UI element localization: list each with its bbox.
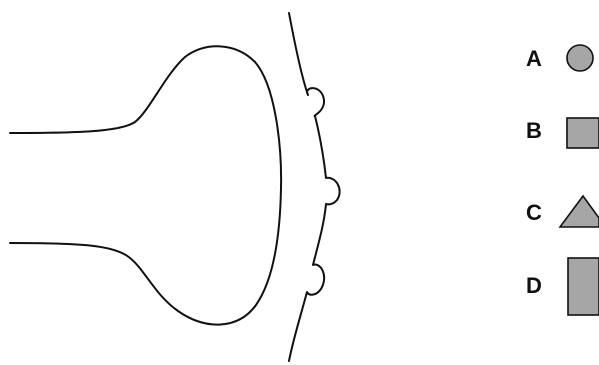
- triangle-shape: [560, 196, 599, 227]
- legend-item-c: C: [526, 196, 599, 227]
- legend-label-c: C: [526, 200, 542, 225]
- legend-label-b: B: [526, 118, 542, 143]
- rectangle-shape: [568, 258, 599, 315]
- legend-item-b: B: [526, 118, 599, 148]
- circle-shape: [567, 45, 593, 71]
- legend-label-a: A: [526, 46, 542, 71]
- postsynaptic-membrane: [289, 13, 340, 361]
- legend-item-a: A: [526, 45, 593, 71]
- square-shape: [567, 118, 599, 148]
- legend-item-d: D: [526, 258, 599, 315]
- axon-terminal-outline: [10, 46, 281, 324]
- legend-label-d: D: [526, 273, 542, 298]
